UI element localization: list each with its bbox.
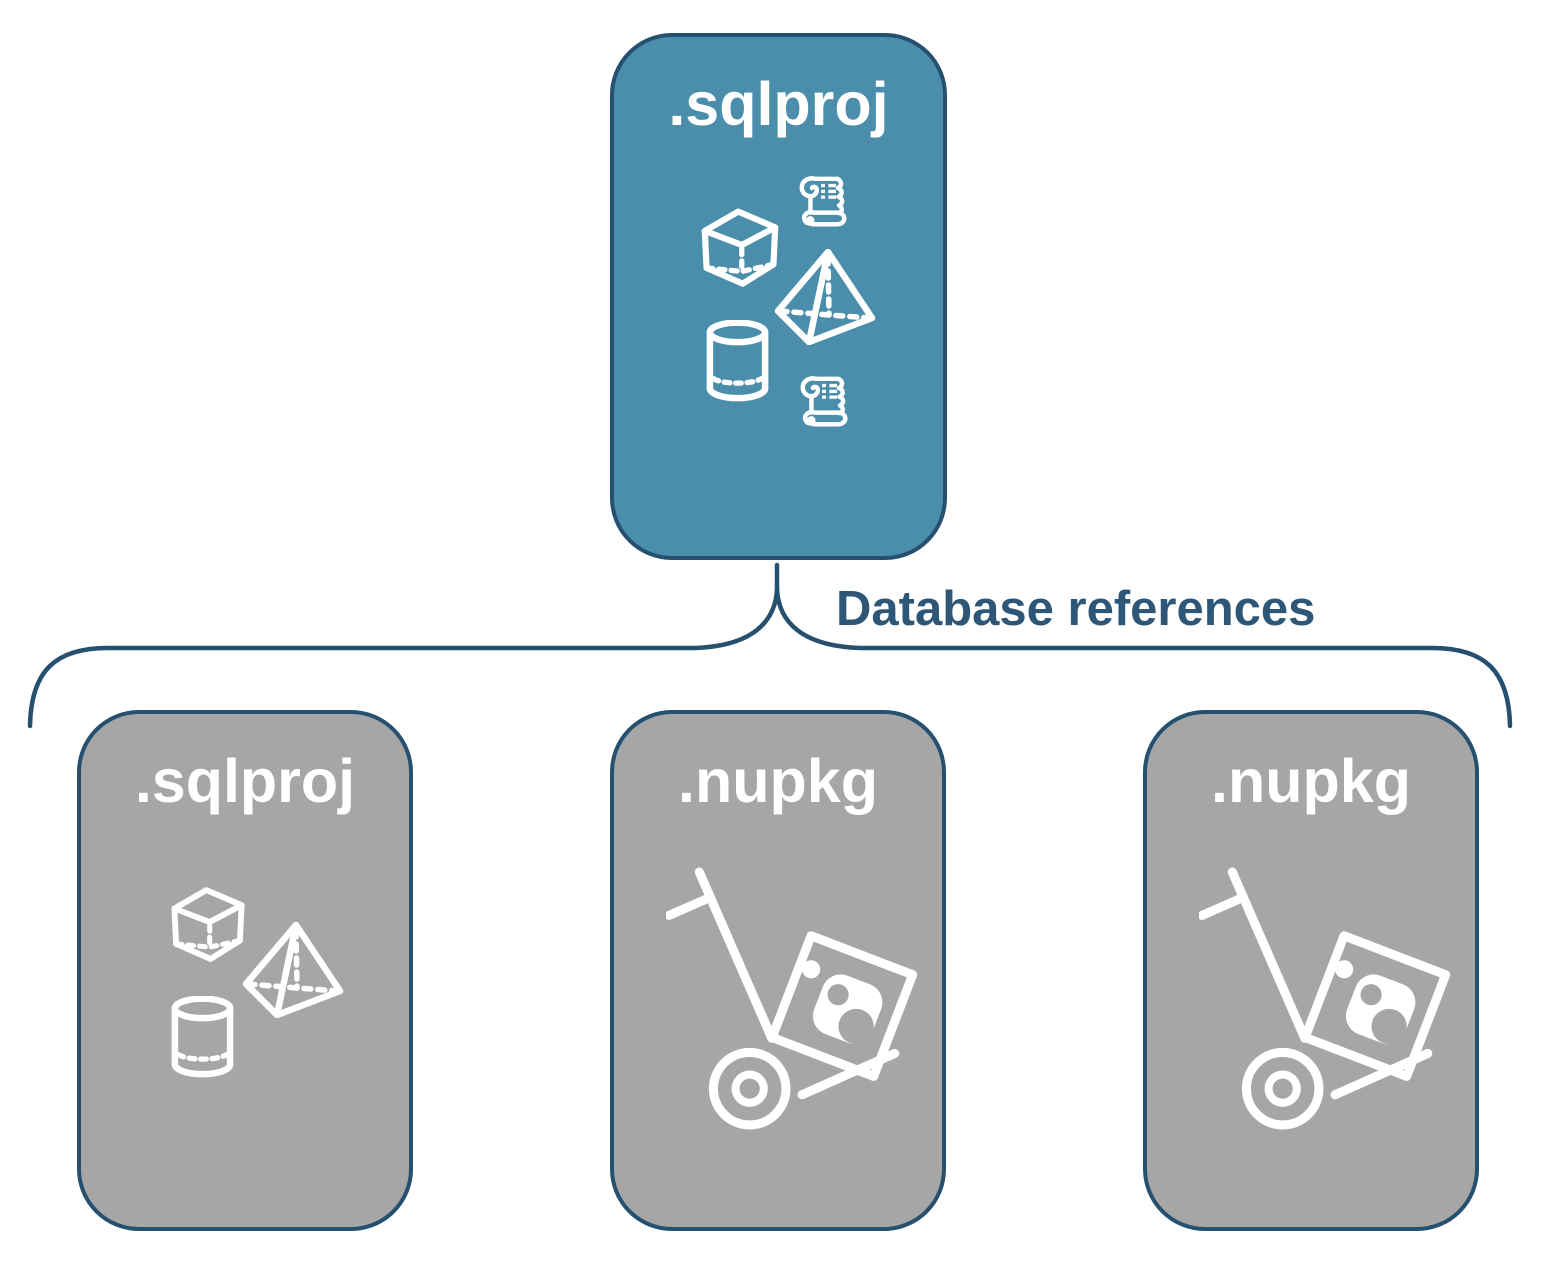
cylinder-icon xyxy=(168,996,237,1080)
node-nupkg-reference-2-title: .nupkg xyxy=(1211,747,1411,815)
scroll-icon xyxy=(795,173,853,231)
hand-truck-package-icon xyxy=(1199,860,1451,1132)
cube-icon xyxy=(166,880,250,964)
node-nupkg-reference-1: .nupkg xyxy=(610,710,946,1231)
node-sqlproj-parent: .sqlproj xyxy=(610,33,947,560)
node-sqlproj-reference-title: .sqlproj xyxy=(134,747,356,815)
pyramid-icon xyxy=(773,249,877,345)
pyramid-icon xyxy=(241,922,345,1018)
connector-label: Database references xyxy=(836,582,1316,636)
cube-icon xyxy=(696,201,784,289)
scroll-icon xyxy=(796,373,854,431)
node-nupkg-reference-2: .nupkg xyxy=(1143,710,1479,1231)
node-sqlproj-reference: .sqlproj xyxy=(77,710,413,1231)
node-nupkg-reference-1-title: .nupkg xyxy=(678,747,878,815)
cylinder-icon xyxy=(703,320,772,404)
node-sqlproj-parent-title: .sqlproj xyxy=(668,70,889,138)
hand-truck-package-icon xyxy=(666,860,918,1132)
